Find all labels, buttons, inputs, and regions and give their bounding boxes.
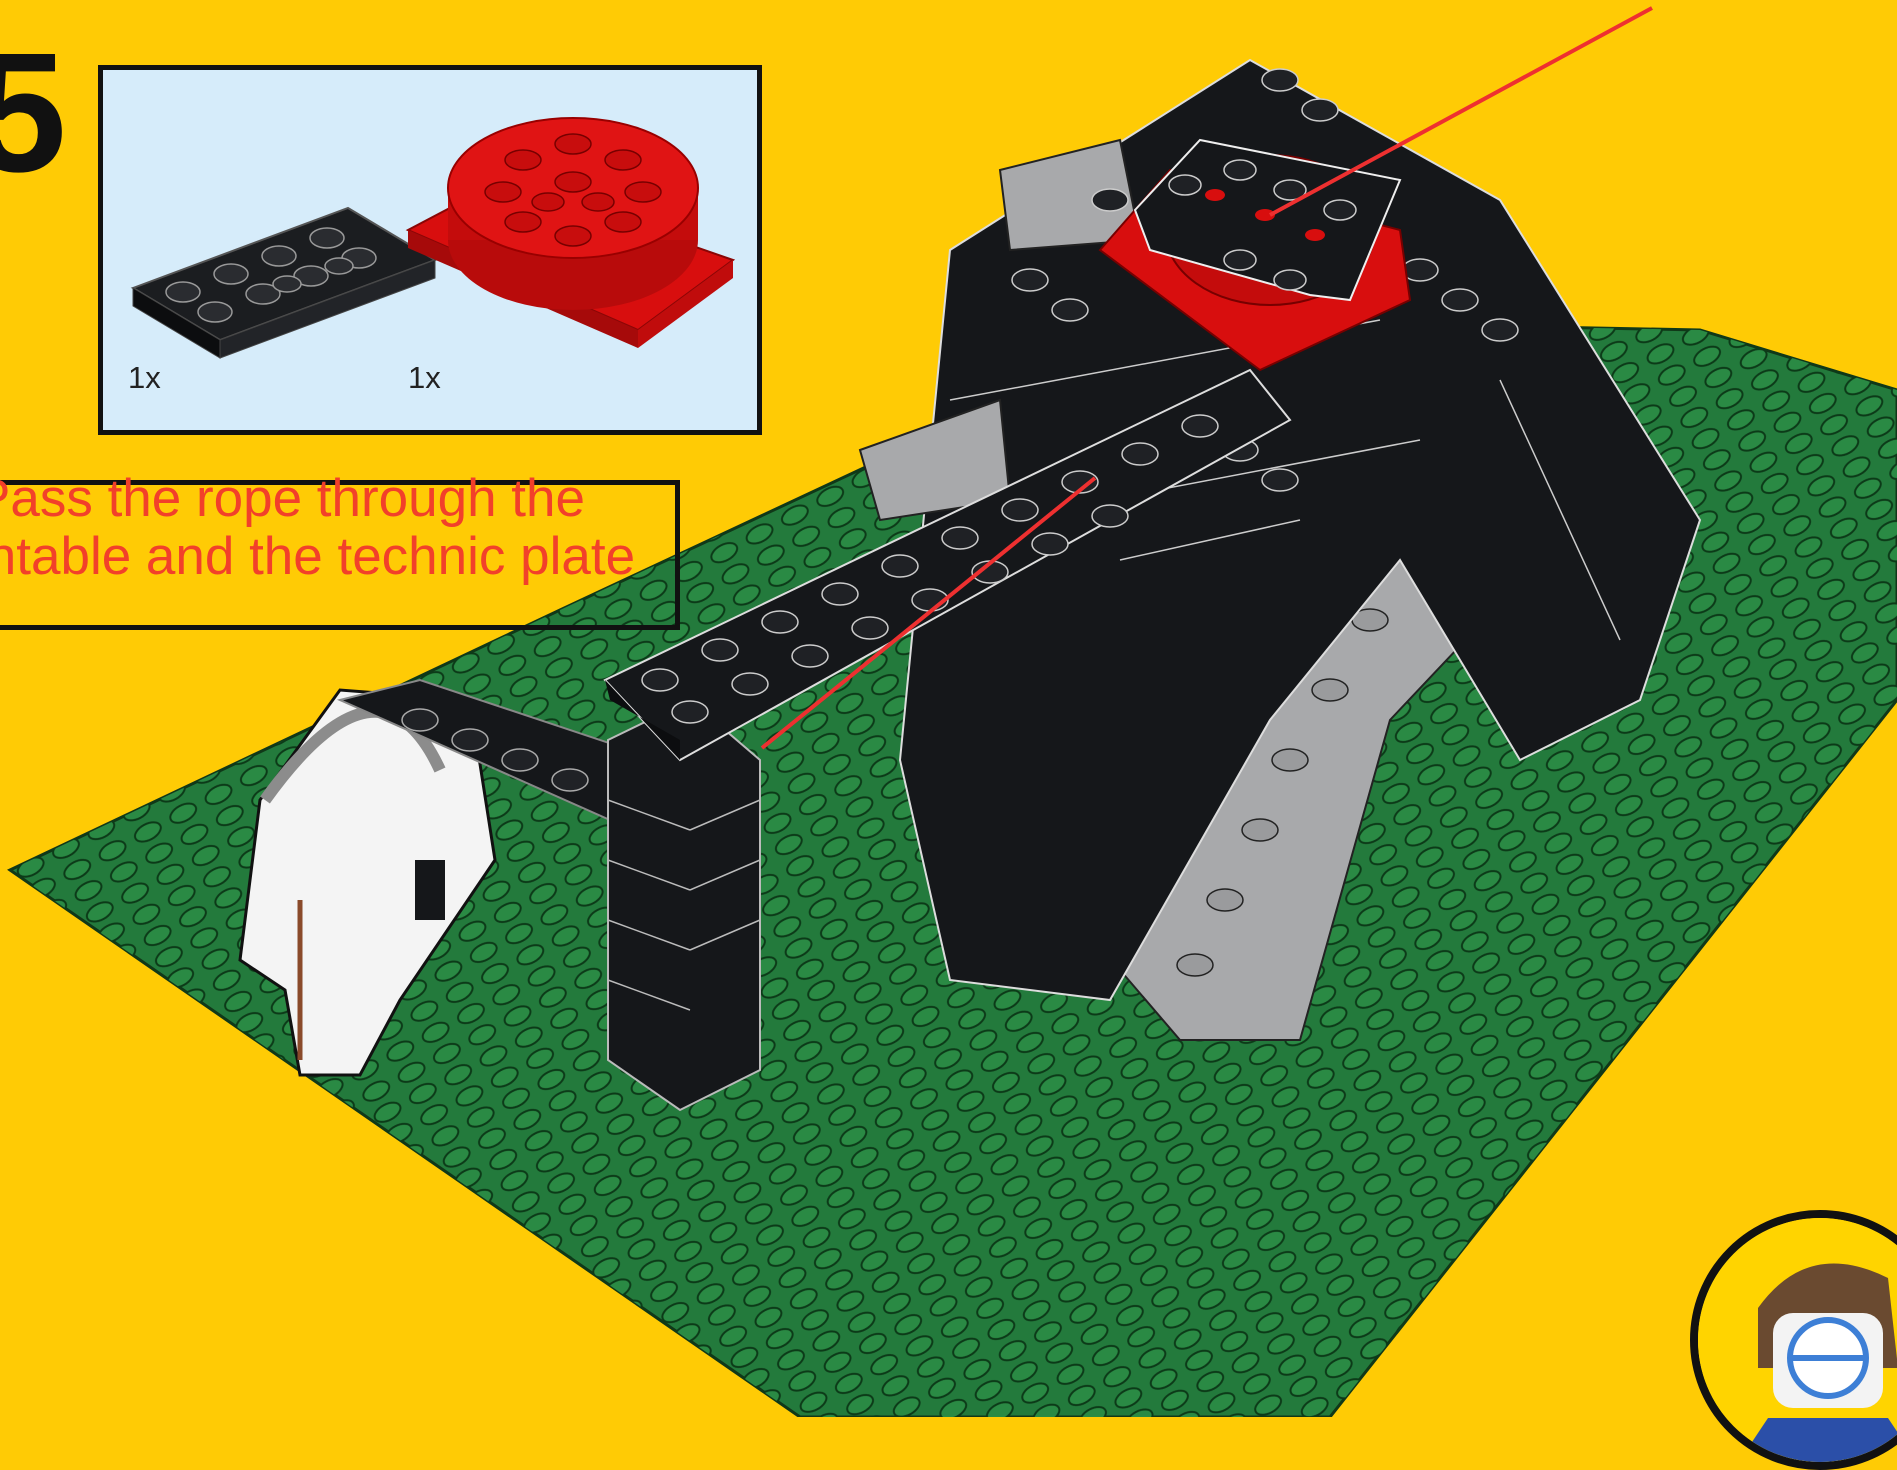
black-pillar [608,700,760,1110]
model-illustration [0,0,1897,1417]
instruction-text: Pass the rope through the turntable and … [0,470,690,586]
